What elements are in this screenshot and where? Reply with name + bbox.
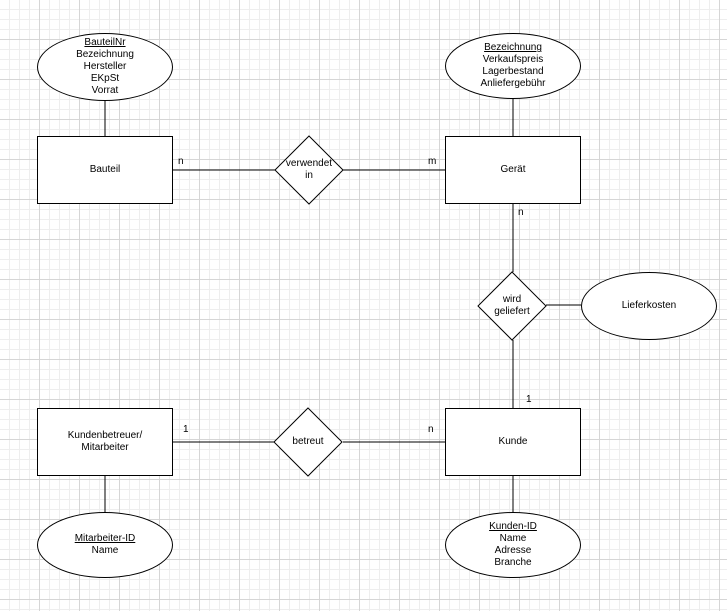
relationship-verwendet-label-line2: in (305, 170, 313, 181)
attribute-lieferkosten[interactable]: Lieferkosten (581, 272, 717, 340)
attr-bauteil-3: EKpSt (90, 73, 120, 84)
attr-kunden-id-key: Kunden-ID (489, 521, 537, 532)
attr-geraet-2: Lagerbestand (482, 66, 544, 77)
attr-bauteil-4: Vorrat (91, 85, 119, 96)
attr-mitarbeiter-id-key: Mitarbeiter-ID (74, 533, 136, 544)
entity-kundenbetreuer-label-line1: Kundenbetreuer/ (67, 430, 143, 441)
relationship-geliefert-label-line2: geliefert (494, 306, 530, 317)
entity-kundenbetreuer-label-line2: Mitarbeiter (81, 442, 129, 453)
attr-bauteil-2: Hersteller (83, 61, 127, 72)
relationship-verwendet-label-line1: verwendet (285, 158, 333, 169)
entity-geraet[interactable]: Gerät (445, 136, 581, 204)
attributes-kunde[interactable]: Kunden-ID Name Adresse Branche (445, 512, 581, 578)
cardinality-kunde-betreut: n (428, 424, 434, 435)
relationship-betreut[interactable]: betreut (274, 408, 342, 476)
cardinality-betreuer-betreut: 1 (183, 424, 189, 435)
entity-kunde-label: Kunde (498, 436, 528, 447)
cardinality-bauteil-verwendet: n (178, 156, 184, 167)
entity-bauteil[interactable]: Bauteil (37, 136, 173, 204)
entity-kundenbetreuer[interactable]: Kundenbetreuer/ Mitarbeiter (37, 408, 173, 476)
relationship-geliefert-label-line1: wird (502, 294, 522, 305)
attr-kunde-2: Adresse (494, 545, 532, 556)
relationship-geliefert-diamond (477, 271, 547, 341)
attributes-geraet[interactable]: Bezeichnung Verkaufspreis Lagerbestand A… (445, 33, 581, 99)
attr-geraet-1: Verkaufspreis (482, 54, 544, 65)
relationship-geliefert[interactable]: wird geliefert (478, 272, 546, 340)
entity-bauteil-label: Bauteil (89, 164, 121, 175)
attr-kunde-3: Branche (494, 557, 532, 568)
attr-bauteil-1: Bezeichnung (76, 49, 134, 60)
cardinality-kunde-geliefert: 1 (526, 394, 532, 405)
attr-geraet-3: Anliefergebühr (480, 78, 546, 89)
cardinality-geraet-verwendet: m (428, 156, 437, 167)
attr-mitarbeiter-1: Name (91, 545, 119, 556)
relationship-verwendet-diamond (274, 135, 344, 205)
entity-geraet-label: Gerät (500, 164, 526, 175)
attr-kunde-1: Name (499, 533, 527, 544)
relationship-betreut-label: betreut (292, 436, 324, 447)
cardinality-geraet-geliefert: n (518, 207, 524, 218)
attr-geraet-key: Bezeichnung (484, 42, 542, 53)
attributes-mitarbeiter[interactable]: Mitarbeiter-ID Name (37, 512, 173, 578)
attributes-bauteil[interactable]: BauteilNr Bezeichnung Hersteller EKpSt V… (37, 33, 173, 101)
attr-lieferkosten-label: Lieferkosten (621, 300, 677, 311)
relationship-betreut-diamond (273, 407, 343, 477)
attr-bauteilnr-key: BauteilNr (84, 37, 126, 48)
entity-kunde[interactable]: Kunde (445, 408, 581, 476)
relationship-verwendet[interactable]: verwendet in (275, 136, 343, 204)
